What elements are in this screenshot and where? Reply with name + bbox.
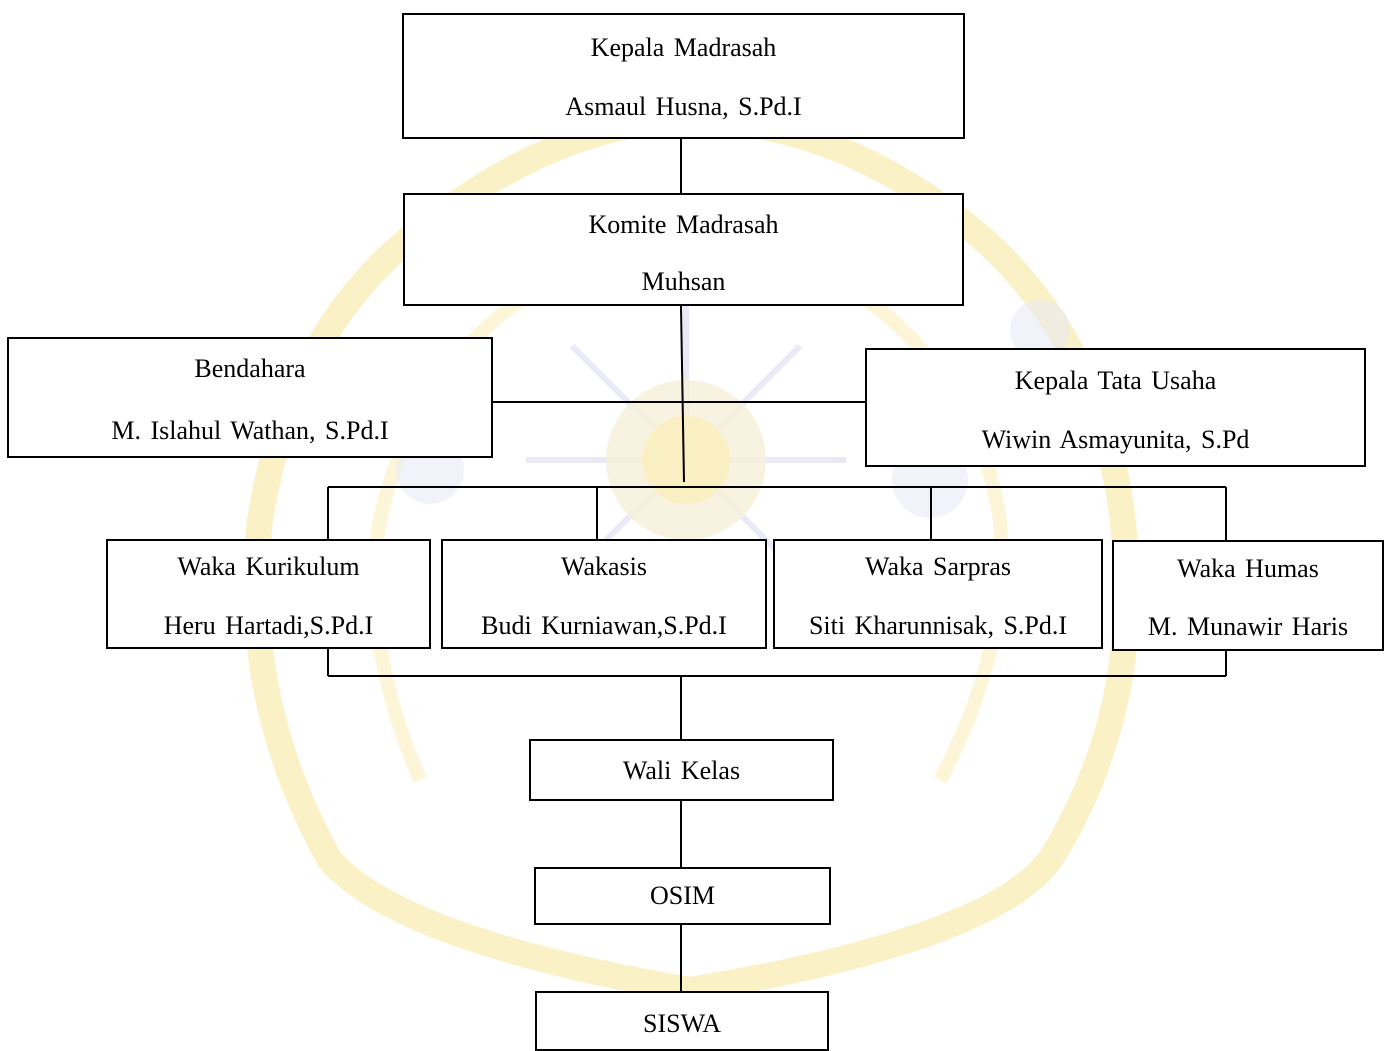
kepala-tata-usaha-name: Wiwin Asmayunita, S.Pd (981, 425, 1250, 454)
waka-kurikulum-title: Waka Kurikulum (177, 552, 360, 581)
waka-humas-name: M. Munawir Haris (1147, 612, 1349, 641)
waka-kurikulum-name: Heru Hartadi,S.Pd.I (163, 611, 374, 640)
wali-kelas-box: Wali Kelas (529, 739, 834, 801)
komite-madrasah-box: Komite Madrasah Muhsan (403, 193, 964, 306)
osim-box: OSIM (534, 867, 831, 925)
kepala-madrasah-box: Kepala Madrasah Asmaul Husna, S.Pd.I (402, 13, 965, 139)
komite-madrasah-title: Komite Madrasah (588, 210, 779, 239)
kepala-madrasah-name: Asmaul Husna, S.Pd.I (565, 92, 802, 121)
waka-sarpras-name: Siti Kharunnisak, S.Pd.I (808, 611, 1068, 640)
bendahara-title: Bendahara (194, 354, 306, 383)
komite-madrasah-name: Muhsan (641, 267, 726, 296)
wakasis-name: Budi Kurniawan,S.Pd.I (481, 611, 727, 640)
bendahara-name: M. Islahul Wathan, S.Pd.I (111, 416, 389, 445)
kepala-tata-usaha-box: Kepala Tata Usaha Wiwin Asmayunita, S.Pd (865, 348, 1366, 467)
waka-humas-title: Waka Humas (1177, 554, 1319, 583)
waka-kurikulum-box: Waka Kurikulum Heru Hartadi,S.Pd.I (106, 539, 431, 649)
wakasis-box: Wakasis Budi Kurniawan,S.Pd.I (441, 539, 767, 649)
siswa-box: SISWA (535, 991, 829, 1051)
kepala-madrasah-title: Kepala Madrasah (590, 33, 777, 62)
siswa-title: SISWA (642, 1009, 721, 1038)
bendahara-box: Bendahara M. Islahul Wathan, S.Pd.I (7, 337, 493, 458)
wakasis-title: Wakasis (561, 552, 647, 581)
wali-kelas-title: Wali Kelas (622, 756, 741, 785)
kepala-tata-usaha-title: Kepala Tata Usaha (1014, 366, 1217, 395)
waka-sarpras-box: Waka Sarpras Siti Kharunnisak, S.Pd.I (773, 539, 1103, 649)
osim-title: OSIM (649, 881, 715, 910)
waka-sarpras-title: Waka Sarpras (864, 552, 1011, 581)
connector-komite-down (680, 305, 685, 483)
waka-humas-box: Waka Humas M. Munawir Haris (1112, 540, 1384, 651)
